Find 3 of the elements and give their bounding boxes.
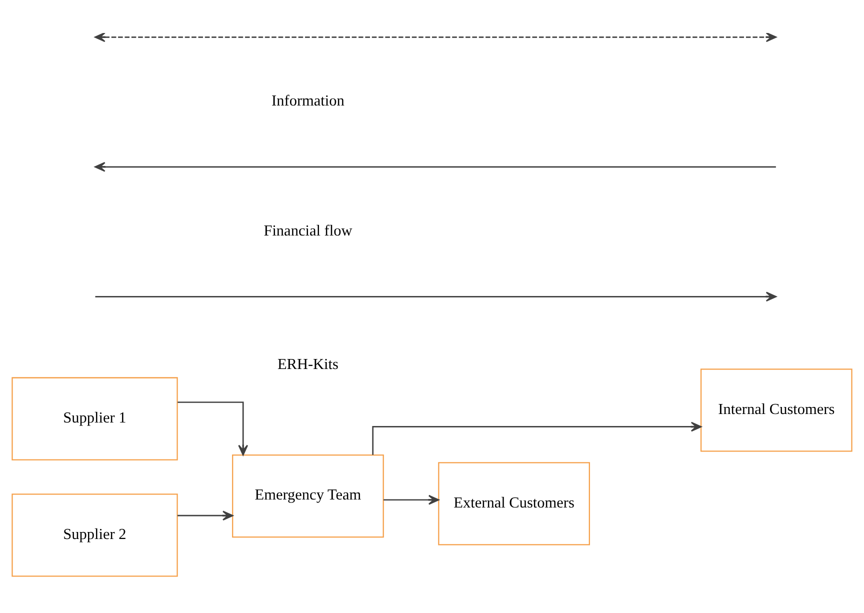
- label: Financial flow: [264, 222, 352, 240]
- label: ERH-Kits: [277, 356, 338, 373]
- label: Information: [272, 92, 344, 110]
